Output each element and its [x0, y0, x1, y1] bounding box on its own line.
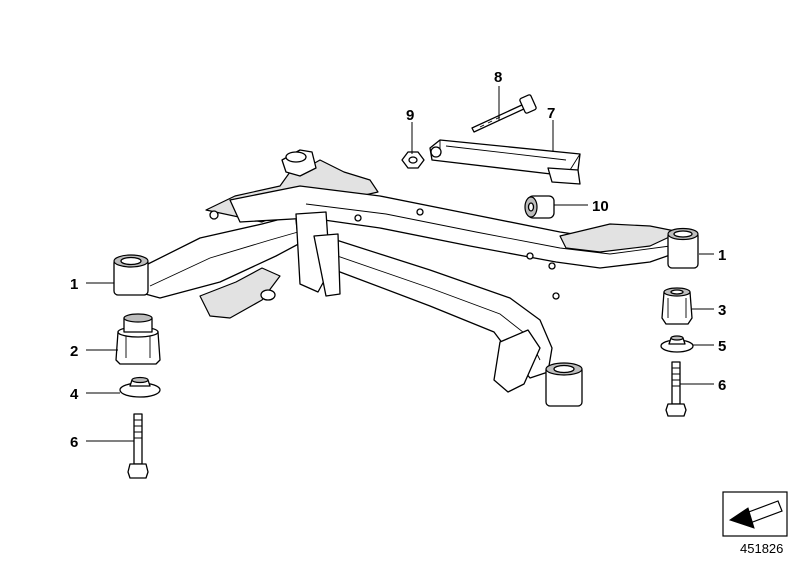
cross-beam-crease [305, 203, 671, 255]
beam-hole [548, 262, 556, 270]
left-washer-part [119, 376, 161, 398]
leader-lines [86, 86, 714, 442]
right-bolt-part [665, 361, 687, 417]
callout-1-left: 1 [70, 276, 78, 293]
right-washer-part [660, 335, 694, 353]
directional-arrow-icon [728, 500, 783, 529]
left-bolt-shank [133, 413, 143, 465]
subframe-left-arm [137, 213, 307, 299]
left-bolt-part [127, 413, 149, 479]
nut-bore [408, 156, 418, 164]
callout-6-left: 6 [70, 434, 78, 451]
callout-10: 10 [592, 198, 609, 215]
nut-part [401, 151, 425, 169]
lower-leg-hole [260, 289, 276, 301]
right-mount-bore [670, 289, 684, 295]
callout-2: 2 [70, 343, 78, 360]
front-right-bushing-mount [545, 362, 583, 407]
orientation-box [722, 491, 788, 537]
rear-axle-subframe [137, 149, 691, 393]
callout-5: 5 [718, 338, 726, 355]
bracket-hole [430, 146, 442, 158]
left-bolt-thread [134, 419, 142, 439]
mount-collar-top [123, 313, 153, 323]
callout-3: 3 [718, 302, 726, 319]
subframe-right-lower-bracket [493, 329, 541, 393]
subframe-lower-leg [199, 267, 281, 319]
callout-labels: 1 2 4 6 1 3 5 6 8 7 9 10 [70, 69, 726, 451]
callout-8: 8 [494, 69, 502, 86]
beam-hole [416, 208, 424, 216]
right-flange [559, 223, 681, 253]
beam-hole [354, 214, 362, 222]
right-mount-body [661, 291, 693, 325]
bolt-head [519, 94, 537, 114]
long-bolt-part [471, 94, 537, 133]
mount-ribs [125, 336, 151, 358]
diagram-id-number: 451826 [740, 541, 783, 556]
left-arm-edge [149, 231, 299, 287]
beam-hole [552, 292, 560, 300]
front-mount-bore [553, 364, 575, 374]
diff-bracket-right [313, 233, 341, 297]
callout-9: 9 [406, 107, 414, 124]
left-bolt-head [127, 463, 149, 479]
bracket-end [547, 167, 581, 185]
subframe-front-rail [295, 219, 553, 379]
rubber-bushing-part [524, 195, 555, 219]
right-mount-bore [673, 230, 693, 238]
left-bushing-mount [113, 254, 149, 296]
left-mount-bore [120, 256, 142, 266]
callout-1-right: 1 [718, 247, 726, 264]
beam-hole [209, 210, 219, 220]
right-bolt-head [665, 403, 687, 417]
right-rubber-mount-part [661, 287, 693, 325]
bushing-bore [527, 202, 535, 212]
right-washer-hub-top [670, 335, 684, 341]
differential-bracket-part [429, 139, 581, 185]
right-bushing-mount [667, 227, 699, 269]
left-rubber-mount-part [115, 313, 161, 365]
right-bolt-thread [672, 367, 680, 387]
washer-hub-top [131, 376, 149, 384]
callout-6-right: 6 [718, 377, 726, 394]
callout-7: 7 [547, 105, 555, 122]
beam-hole [526, 252, 534, 260]
callout-4: 4 [70, 386, 79, 403]
rear-mount-top [285, 151, 307, 163]
right-mount-ribs [667, 298, 687, 318]
